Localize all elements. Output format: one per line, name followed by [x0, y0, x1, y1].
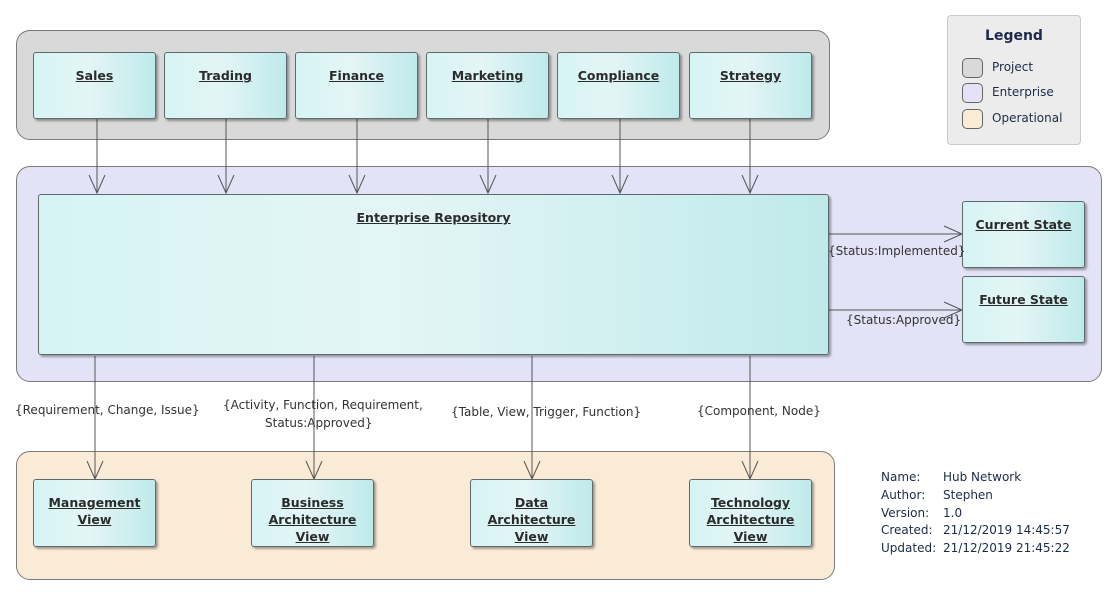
legend-swatch-operational — [962, 109, 983, 129]
node-compliance[interactable]: Compliance — [557, 52, 680, 119]
node-strategy[interactable]: Strategy — [689, 52, 812, 119]
node-label: Future State — [979, 292, 1068, 307]
node-data-architecture-view[interactable]: Data Architecture View — [470, 479, 593, 547]
node-label: Trading — [199, 68, 252, 83]
info-key: Updated: — [881, 541, 937, 556]
info-value: 21/12/2019 21:45:22 — [943, 541, 1070, 556]
legend-label: Enterprise — [992, 85, 1054, 99]
connector-label-implemented: {Status:Implemented} — [828, 244, 966, 258]
arrowhead — [217, 174, 235, 195]
node-business-architecture-view[interactable]: Business Architecture View — [251, 479, 374, 547]
legend-item-project: Project — [962, 58, 1077, 80]
node-enterprise-repository[interactable]: Enterprise Repository — [38, 194, 829, 355]
info-value: Hub Network — [943, 470, 1022, 484]
info-value: 1.0 — [943, 505, 963, 520]
node-label: Business Architecture View — [268, 495, 357, 544]
arrowhead — [479, 174, 497, 195]
node-label: Compliance — [577, 68, 660, 83]
legend-item-operational: Operational — [962, 109, 1077, 131]
node-finance[interactable]: Finance — [295, 52, 418, 119]
node-future-state[interactable]: Future State — [962, 276, 1085, 343]
info-value: 21/12/2019 14:45:57 — [943, 523, 1070, 538]
legend: Legend Project Enterprise Operational — [947, 15, 1081, 145]
legend-swatch-project — [962, 58, 983, 78]
connector-label-business-1: {Activity, Function, Requirement, — [223, 398, 423, 412]
connector-label-technology: {Component, Node} — [697, 404, 821, 418]
node-management-view[interactable]: Management View — [33, 479, 156, 547]
arrowhead — [741, 174, 759, 195]
arrowhead — [348, 174, 366, 195]
node-label: Enterprise Repository — [356, 210, 511, 225]
legend-item-enterprise: Enterprise — [962, 83, 1077, 105]
arrowhead — [611, 174, 629, 195]
connector-label-data: {Table, View, Trigger, Function} — [451, 405, 642, 419]
info-key: Version: — [881, 505, 930, 520]
node-label: Sales — [75, 68, 114, 83]
node-label: Current State — [975, 217, 1072, 232]
node-label: Data Architecture View — [487, 495, 576, 544]
arrowhead — [88, 174, 106, 195]
info-key: Name: — [881, 470, 921, 484]
legend-swatch-enterprise — [962, 83, 983, 103]
legend-label: Project — [992, 60, 1034, 74]
node-label: Management View — [48, 495, 141, 527]
node-marketing[interactable]: Marketing — [426, 52, 549, 119]
node-label: Technology Architecture View — [706, 495, 795, 544]
info-value: Stephen — [943, 487, 993, 502]
info-key: Author: — [881, 487, 926, 502]
connector-label-management: {Requirement, Change, Issue} — [15, 403, 200, 417]
node-trading[interactable]: Trading — [164, 52, 287, 119]
node-current-state[interactable]: Current State — [962, 201, 1085, 268]
node-label: Finance — [329, 68, 384, 83]
legend-label: Operational — [992, 111, 1063, 125]
connector-label-approved: {Status:Approved} — [846, 313, 962, 327]
node-technology-architecture-view[interactable]: Technology Architecture View — [689, 479, 812, 547]
node-label: Marketing — [451, 68, 524, 83]
node-sales[interactable]: Sales — [33, 52, 156, 119]
info-key: Created: — [881, 523, 933, 538]
node-label: Strategy — [719, 68, 782, 83]
connector-label-business-2: Status:Approved} — [265, 416, 373, 430]
legend-title: Legend — [985, 28, 1043, 44]
